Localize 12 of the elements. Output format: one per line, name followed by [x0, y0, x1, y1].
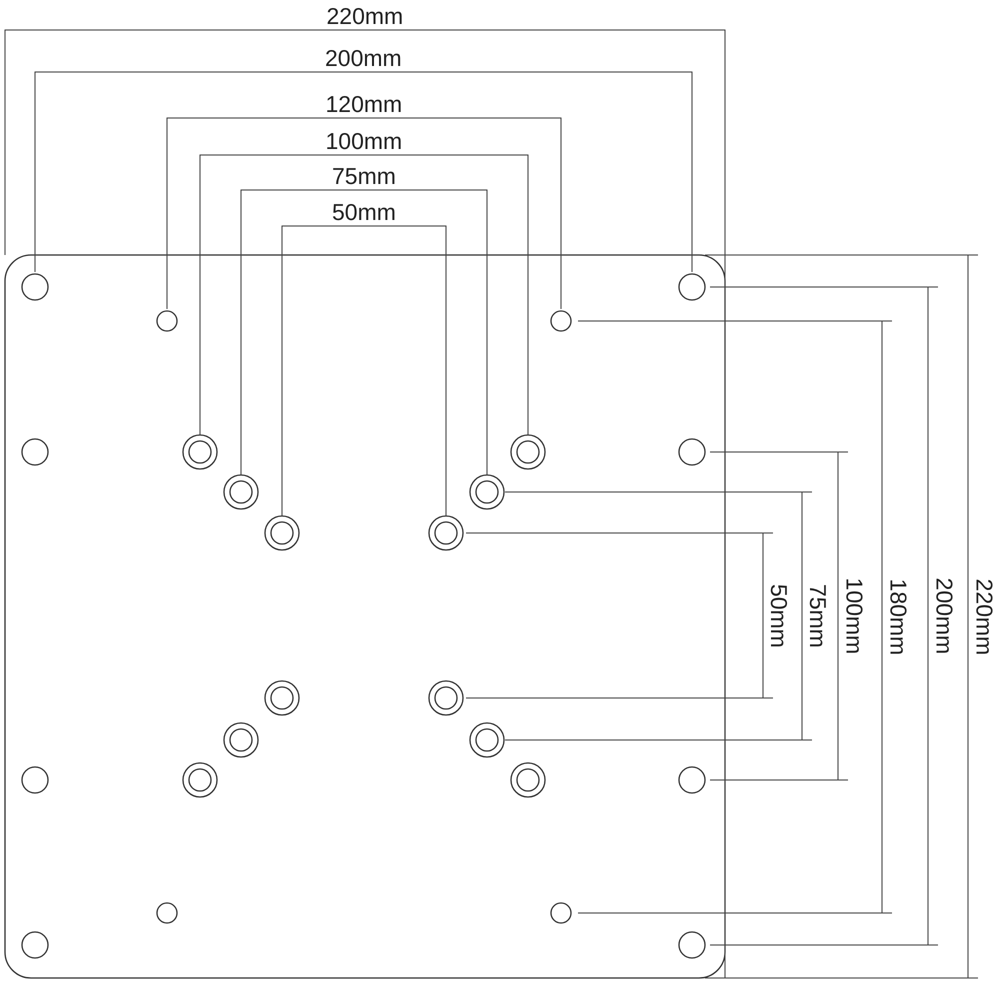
- dimension-label: 120mm: [326, 92, 402, 116]
- dimension-label: 220mm: [326, 4, 404, 28]
- dimension-label: 220mm: [972, 578, 996, 655]
- dimension-label: 100mm: [326, 129, 402, 153]
- dimension-label: 200mm: [932, 578, 956, 654]
- dimension-label: 50mm: [766, 584, 791, 648]
- dimension-label: 180mm: [886, 578, 910, 656]
- dimension-label: 75mm: [332, 164, 396, 188]
- dimension-label: 100mm: [842, 578, 866, 654]
- dimension-label: 50mm: [332, 200, 396, 224]
- dimension-label: 200mm: [325, 46, 402, 70]
- dimension-label: 75mm: [806, 584, 830, 648]
